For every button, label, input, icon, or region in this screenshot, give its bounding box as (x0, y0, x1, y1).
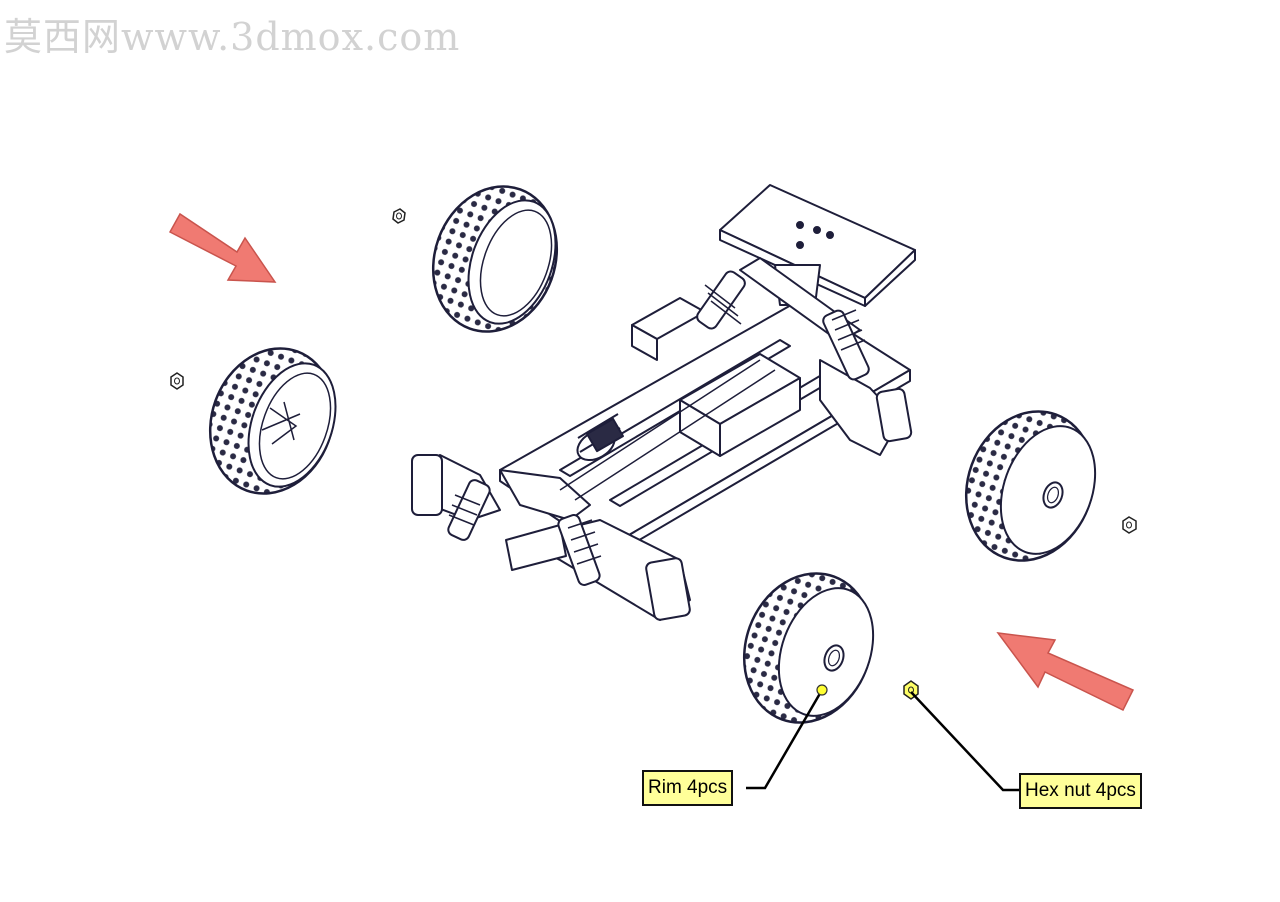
hex-nut-leader (910, 691, 1020, 792)
wheel-rear-right (964, 410, 1097, 562)
chassis (411, 184, 916, 621)
hex-nut-front-left (170, 372, 184, 390)
watermark: 莫西网www.3dmox.com (4, 15, 461, 59)
callout-rim-label: Rim 4pcs (642, 770, 734, 806)
wheel-front-right (742, 572, 875, 724)
direction-arrow-right (996, 632, 1135, 711)
wheel-rear-left (431, 185, 559, 333)
wheel-front-left (208, 347, 337, 495)
hex-nut-rear-right (1122, 516, 1137, 534)
callout-hex-nut-label: Hex nut 4pcs (1019, 773, 1142, 809)
rim-leader (746, 684, 828, 790)
hex-nut-rear-left (392, 208, 406, 224)
direction-arrow-left (168, 212, 277, 283)
